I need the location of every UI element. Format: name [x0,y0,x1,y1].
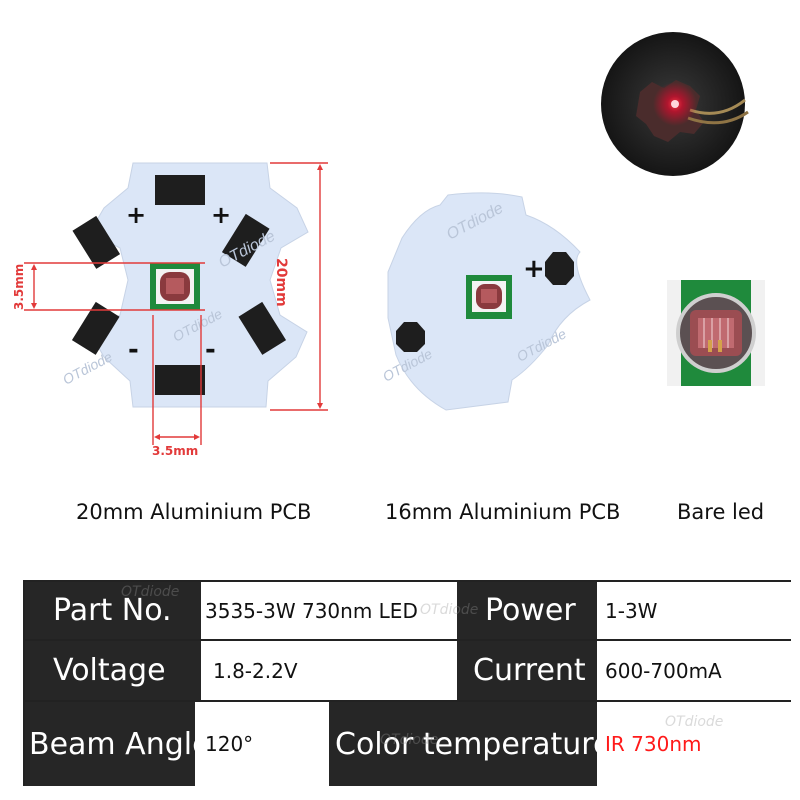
power-label: Power [457,582,597,639]
caption-bare-led: Bare led [677,500,765,524]
lit-led-inset [601,32,749,176]
pcb16-plus: + [523,254,545,284]
product-figure: + + - - OTdiode OTdiode OTdiode 3.5mm 3.… [12,32,765,458]
beam-angle-value: 120° [195,702,329,786]
pcb20-plus-left: + [126,201,146,229]
current-value: 600-700mA [597,641,793,700]
caption-16mm-pcb: 16mm Aluminium PCB [385,500,621,524]
beam-angle-label: Beam Angle [25,702,195,786]
spec-table: Part No. 3535-3W 730nm LED Power 1-3W Vo… [23,580,793,786]
color-temperature-value: IR 730nm [597,702,793,786]
pcb20-watermark-3: OTdiode [60,348,115,387]
color-temperature-label: Color temperature [329,702,597,786]
dim-pcb-diameter-label: 20mm [273,258,289,307]
dim-led-horizontal-label: 3.5mm [152,444,198,458]
pcb-20mm-star [71,162,309,408]
part-no-label: Part No. [25,582,201,639]
pcb20-minus-right: - [205,335,216,365]
part-no-value: 3535-3W 730nm LED [201,582,457,639]
current-label: Current [457,641,597,700]
pcb20-plus-right: + [211,201,231,229]
power-value: 1-3W [597,582,793,639]
pcb20-minus-left: - [128,335,139,365]
caption-20mm-pcb: 20mm Aluminium PCB [76,500,312,524]
bare-led [667,280,765,386]
dim-led-vertical-label: 3.5mm [12,264,26,310]
voltage-value: 1.8-2.2V [201,641,457,700]
pcb-16mm [387,192,591,411]
dimension-lines [24,162,328,445]
voltage-label: Voltage [25,641,201,700]
